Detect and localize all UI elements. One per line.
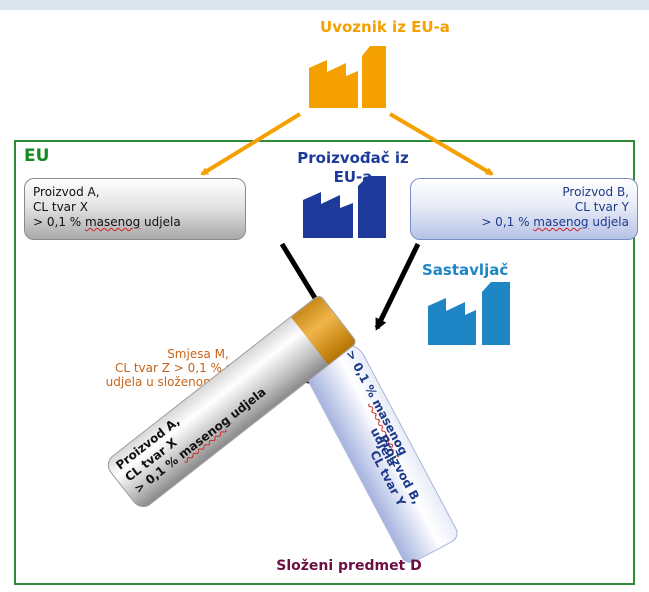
complex-article-label: Složeni predmet D <box>276 558 422 574</box>
eu-boundary <box>14 140 635 585</box>
product-a-line3: > 0,1 % masenog udjela <box>33 215 181 229</box>
importer-label: Uvoznik iz EU-a <box>320 18 450 36</box>
mixture-line1: Smjesa M, <box>167 347 229 361</box>
producer-label-line1: Proizvođač iz <box>297 149 409 167</box>
eu-label: EU <box>24 146 50 166</box>
product-a-box: Proizvod A, CL tvar X > 0,1 % masenog ud… <box>24 178 246 240</box>
factory-icon-assembler <box>428 282 510 345</box>
assembler-label: Sastavljač <box>422 261 509 279</box>
arrow-importer-to-b <box>388 112 494 176</box>
product-b-box: Proizvod B, CL tvar Y > 0,1 % masenog ud… <box>410 178 638 240</box>
arrow-importer-to-a <box>200 112 302 176</box>
top-bar <box>0 0 649 10</box>
product-b-line2: CL tvar Y <box>574 200 629 214</box>
factory-icon-importer <box>309 46 386 108</box>
product-b-line1: Proizvod B, <box>562 185 629 199</box>
arrow-b-to-article <box>374 242 421 331</box>
product-a-line1: Proizvod A, <box>33 185 100 199</box>
product-b-line3: > 0,1 % masenog udjela <box>481 215 629 229</box>
factory-icon-producer <box>303 176 386 238</box>
product-a-line2: CL tvar X <box>33 200 89 214</box>
